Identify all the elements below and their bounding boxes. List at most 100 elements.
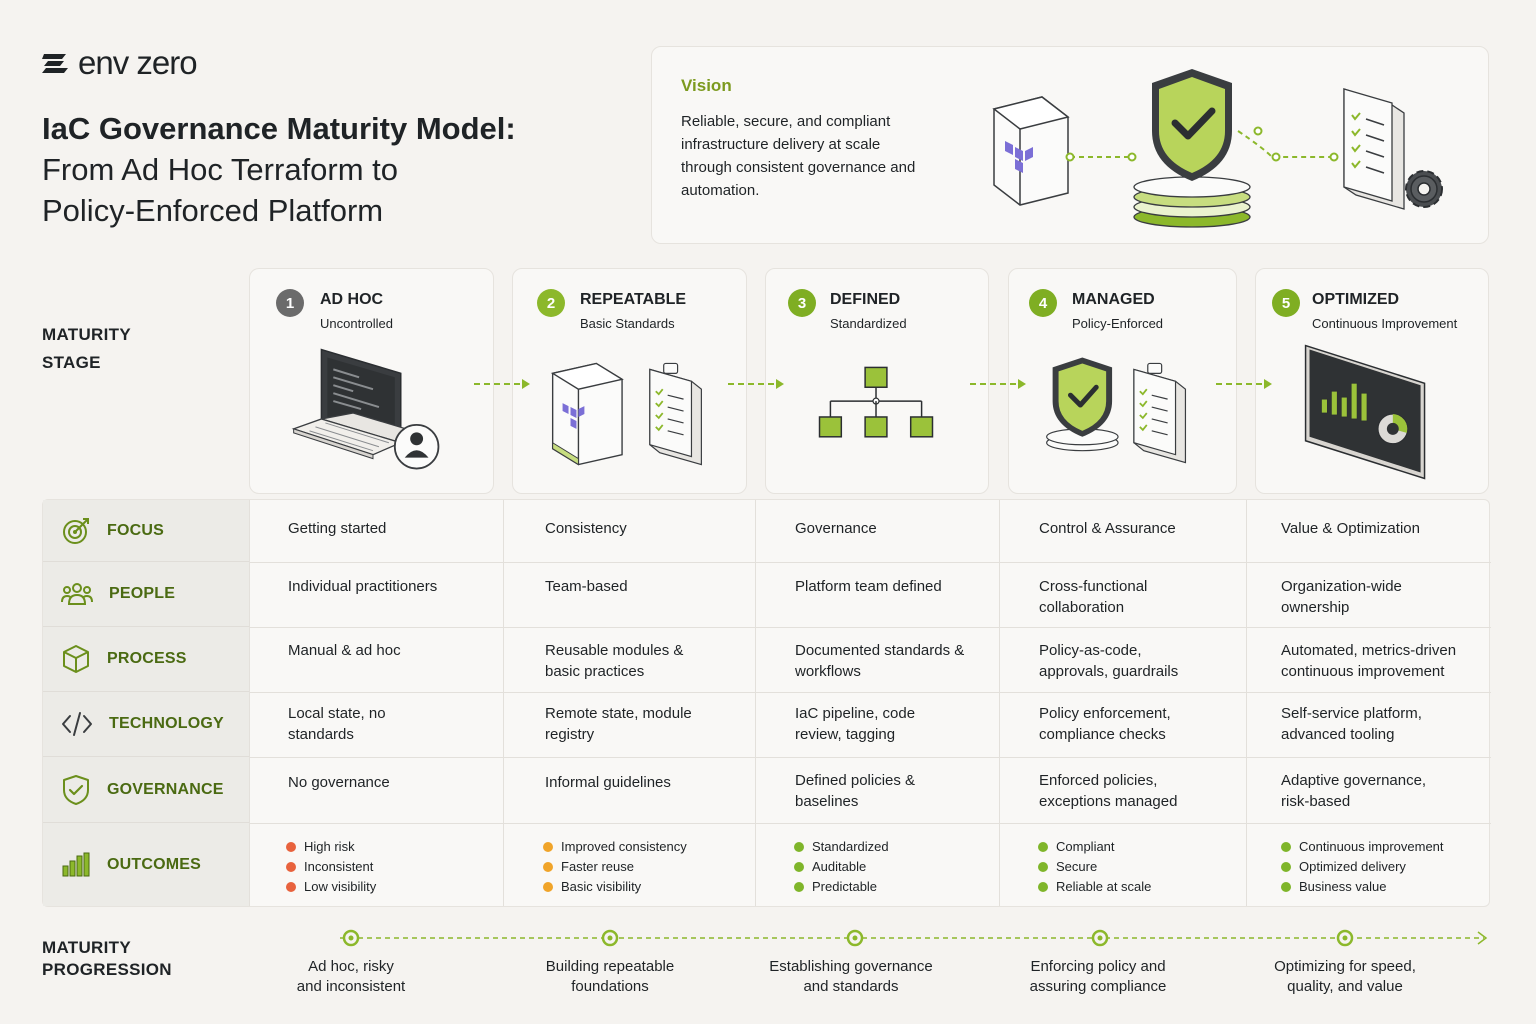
status-dot [1281,862,1291,872]
outcome-item: Compliant [1038,837,1151,857]
outcome-item: High risk [286,837,376,857]
row-divider [249,757,1491,758]
stage-title: OPTIMIZED [1312,291,1400,308]
outcome-item: Standardized [794,837,889,857]
stage-subtitle: Basic Standards [580,316,675,331]
stage-number: 3 [788,289,816,317]
title-line-3: Policy-Enforced Platform [42,193,384,228]
status-dot [1281,882,1291,892]
matrix-cell: No governance [288,774,390,791]
row-head-governance: GOVERNANCE [43,757,249,823]
col-divider [249,500,250,906]
maturity-progression-label: MATURITY PROGRESSION [42,938,172,979]
row-head-process: PROCESS [43,627,249,692]
checklist-gear-icon [1343,88,1443,210]
outcome-item: Continuous improvement [1281,837,1444,857]
status-dot [1038,882,1048,892]
col-divider [1246,500,1247,906]
target-icon [63,517,89,544]
shield-checklist-icon [1046,357,1187,464]
title-line-1: IaC Governance Maturity Model: [42,111,516,146]
stage-number: 2 [537,289,565,317]
stage-card-defined: 3 DEFINED Standardized [765,268,989,494]
row-divider [249,562,1491,563]
vision-illustration [992,69,1443,228]
stage-number: 1 [276,289,304,317]
progression-timeline [340,929,1488,947]
matrix-cell: Reusable modules & basic practices [545,642,684,680]
matrix-cell: Defined policies & baselines [795,772,916,810]
stage-title: AD HOC [320,291,384,308]
outcome-item: Improved consistency [543,837,687,857]
status-dot [1038,862,1048,872]
stage-subtitle: Standardized [830,316,907,331]
status-dot [1281,842,1291,852]
stage-card-ad-hoc: 1 AD HOC Uncontrolled [249,268,494,494]
matrix-cell: Cross-functional collaboration [1039,578,1148,616]
stage-subtitle: Uncontrolled [320,316,393,331]
matrix-cell: Informal guidelines [545,774,671,791]
matrix-cell: Organization-wide ownership [1281,578,1402,616]
status-dot [1038,842,1048,852]
code-icon [62,712,92,736]
outcome-item: Auditable [794,857,889,877]
status-dot [543,862,553,872]
stage-title: MANAGED [1072,291,1155,308]
col-divider [755,500,756,906]
outcome-item: Predictable [794,877,889,897]
matrix-cell: Remote state, module registry [545,705,692,743]
dashboard-monitor-icon [1304,344,1426,480]
row-label: FOCUS [107,521,164,539]
outcome-item: Inconsistent [286,857,376,877]
matrix-cell: Policy-as-code, approvals, guardrails [1039,642,1179,680]
cube-checklist-icon [550,362,702,466]
row-divider [249,823,1491,824]
matrix-cell: Control & Assurance [1039,520,1176,537]
laptop-user-icon [291,348,440,470]
matrix-cell: IaC pipeline, code review, tagging [795,705,916,743]
row-label: PROCESS [107,650,187,667]
matrix-cell: Consistency [545,520,627,537]
row-label: PEOPLE [109,585,176,602]
people-icon [61,583,93,605]
outcome-item: Faster reuse [543,857,687,877]
stage-number: 5 [1272,289,1300,317]
outcome-item: Low visibility [286,877,376,897]
shield-outline-icon [63,774,89,805]
status-dot [794,882,804,892]
outcomes-list-managed: Compliant Secure Reliable at scale [1038,837,1151,897]
stage-subtitle: Continuous Improvement [1312,316,1458,331]
row-label: GOVERNANCE [107,780,224,798]
status-dot [286,842,296,852]
stage-card-repeatable: 2 REPEATABLE Basic Standards [512,268,747,494]
stage-number: 4 [1029,289,1057,317]
row-divider [249,692,1491,693]
stage-subtitle: Policy-Enforced [1072,316,1164,331]
row-label: TECHNOLOGY [109,715,224,732]
shield-check-icon [1133,69,1251,228]
matrix-cell: Local state, no standards [288,705,386,743]
matrix-cell: Self-service platform, advanced tooling [1281,705,1422,743]
maturity-stage-label: MATURITY STAGE [42,325,131,372]
stage-card-optimized: 5 OPTIMIZED Continuous Improvement [1255,268,1489,494]
outcomes-list-defined: Standardized Auditable Predictable [794,837,889,897]
matrix-cell: Team-based [545,578,628,595]
matrix-cell: Adaptive governance, risk-based [1281,772,1427,810]
vision-card: Vision Reliable, secure, and compliant i… [651,46,1489,244]
matrix-cell: Enforced policies, exceptions managed [1039,772,1178,810]
outcome-item: Reliable at scale [1038,877,1151,897]
status-dot [794,842,804,852]
brand-logo: env zero [42,44,198,82]
outcomes-list-repeatable: Improved consistency Faster reuse Basic … [543,837,687,897]
status-dot [543,882,553,892]
matrix-cell: Policy enforcement, compliance checks [1039,705,1171,743]
row-head-focus: FOCUS [43,500,249,562]
cube-outline-icon [63,645,89,673]
outcome-item: Optimized delivery [1281,857,1444,877]
progression-step: Building repeatable foundations [545,958,675,995]
outcome-item: Secure [1038,857,1151,877]
status-dot [286,882,296,892]
row-head-technology: TECHNOLOGY [43,692,249,757]
outcome-item: Business value [1281,877,1444,897]
